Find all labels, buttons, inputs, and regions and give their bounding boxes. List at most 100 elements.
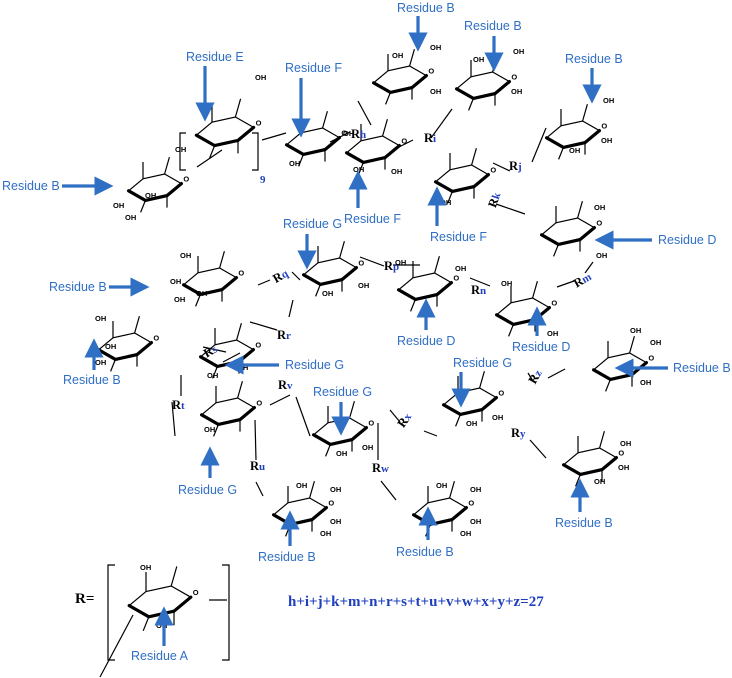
hydroxyl-label: OH	[95, 314, 106, 323]
svg-text:Rm: Rm	[571, 269, 594, 290]
label-residue-b-9: Residue B	[258, 550, 316, 564]
r-label-k: Rk	[485, 190, 504, 209]
hydroxyl-label: OH	[204, 425, 215, 434]
ring-residue-b-mid: O	[182, 251, 244, 307]
label-residue-g-5: Residue G	[178, 483, 237, 497]
label-residue-b-3: Residue B	[565, 52, 623, 66]
label-residue-b-4: Residue B	[2, 179, 60, 193]
r-label-n: Rn	[471, 283, 486, 297]
hydroxyl-label: OH	[430, 87, 441, 96]
ring-oxygen: O	[193, 588, 199, 597]
hydroxyl-label: OH	[501, 279, 512, 288]
label-residue-d-1: Residue D	[658, 233, 716, 247]
label-residue-f-1: Residue F	[285, 61, 342, 75]
r-label-y: Ry	[511, 426, 526, 440]
ring-oxygen: O	[601, 122, 607, 131]
ring-oxygen: O	[256, 399, 262, 408]
label-residue-g-4: Residue G	[453, 356, 512, 370]
hydroxyl-label: OH	[620, 439, 631, 448]
hydroxyl-label: OH	[470, 517, 481, 526]
r-definition-label: R=	[75, 591, 94, 607]
r-label-i: Ri	[424, 131, 436, 145]
hydroxyl-label: OH	[207, 371, 218, 380]
ring-residue-b-bottom-right: O	[562, 431, 624, 487]
hydroxyl-label: OH	[392, 51, 403, 60]
hydroxyl-label: OH	[140, 563, 151, 572]
hydroxyl-label: OH	[343, 129, 354, 138]
svg-text:Ri: Ri	[424, 131, 436, 145]
hydroxyl-label: OH	[174, 295, 185, 304]
r-label-u: Ru	[250, 459, 265, 473]
hydroxyl-label: OH	[322, 289, 333, 298]
r-label-p: Rp	[384, 259, 399, 273]
hydroxyl-label: OH	[320, 529, 331, 538]
residue-arrow-layer	[62, 16, 668, 646]
hydroxyl-label: OH	[594, 203, 605, 212]
r-label-z: Rz	[526, 367, 545, 386]
hydroxyl-label: OH	[601, 136, 612, 145]
ring-residue-b-top-2: O	[455, 55, 517, 111]
r-label-v: Rv	[278, 378, 293, 392]
r-label-r: Rr	[277, 328, 291, 342]
hydroxyl-label: OH	[180, 251, 191, 260]
hydroxyl-label: OH	[511, 87, 522, 96]
hydroxyl-label: OH	[492, 413, 503, 422]
substituent-sum-equation: h+i+j+k+m+n+r+s+t+u+v+w+x+y+z=27	[288, 594, 544, 610]
hydroxyl-label: OH	[255, 73, 266, 82]
r-label-h: Rh	[351, 127, 366, 141]
svg-text:Rj: Rj	[509, 159, 522, 173]
ring-residue-b-top-3: O	[545, 104, 607, 160]
ring-residue-f-1: O	[285, 111, 347, 167]
label-residue-d-3: Residue D	[512, 340, 570, 354]
label-residue-b-8: Residue B	[555, 516, 613, 530]
svg-text:Ru: Ru	[250, 459, 265, 473]
label-residue-f-2: Residue F	[344, 212, 401, 226]
hydroxyl-label: OH	[473, 55, 484, 64]
svg-text:Rz: Rz	[526, 367, 545, 386]
ring-residue-f-3: O	[434, 148, 496, 204]
ring-oxygen: O	[401, 137, 407, 146]
ring-residue-g-1: O	[302, 241, 364, 297]
svg-text:Rw: Rw	[372, 461, 389, 475]
label-residue-g-2: Residue G	[285, 358, 344, 372]
hydroxyl-label: OH	[175, 145, 186, 154]
hydroxyl-label: OH	[170, 277, 181, 286]
ring-oxygen: O	[490, 166, 496, 175]
hydroxyl-label: OH	[95, 358, 106, 367]
ring-oxygen: O	[256, 118, 262, 127]
hydroxyl-label: OH	[466, 419, 477, 428]
ring-oxygen: O	[328, 499, 334, 508]
hydroxyl-label: OH	[395, 258, 406, 267]
ring-residue-b-left-2: O	[97, 316, 159, 372]
hydroxyl-label-layer: OH OH OH OH OH OH OH OH OH OH OH OH OH OH OH OH OH OH OH OH…	[95, 43, 661, 630]
hydroxyl-label: OH	[650, 338, 661, 347]
hydroxyl-label: OH	[460, 529, 471, 538]
hydroxyl-label: OH	[455, 264, 466, 273]
svg-text:Rn: Rn	[471, 283, 486, 297]
ring-residue-d-2: O	[397, 256, 459, 312]
label-residue-g-3: Residue G	[313, 385, 372, 399]
ring-oxygen: O	[618, 449, 624, 458]
ring-oxygen: O	[358, 259, 364, 268]
ring-residue-d-1: O	[540, 201, 602, 257]
label-residue-b-7: Residue B	[673, 361, 731, 375]
ring-oxygen: O	[428, 67, 434, 76]
label-residue-b-1: Residue B	[397, 1, 455, 15]
label-residue-e: Residue E	[186, 50, 244, 64]
hydroxyl-label: OH	[594, 477, 605, 486]
r-label-w: Rw	[372, 461, 389, 475]
hydroxyl-label: OH	[640, 378, 651, 387]
ring-oxygen: O	[341, 129, 347, 138]
hydroxyl-label: OH	[430, 43, 441, 52]
r-label-j: Rj	[509, 159, 522, 173]
svg-text:Rq: Rq	[270, 266, 291, 286]
ring-oxygen: O	[183, 175, 189, 184]
text-layer: Residue B Residue B Residue B Residue E …	[2, 1, 731, 663]
hydroxyl-label: OH	[289, 159, 300, 168]
ring-residue-b-left: O	[127, 157, 189, 213]
hydroxyl-label: OH	[470, 485, 481, 494]
hydroxyl-label: OH	[296, 481, 307, 490]
svg-text:Ry: Ry	[511, 426, 526, 440]
